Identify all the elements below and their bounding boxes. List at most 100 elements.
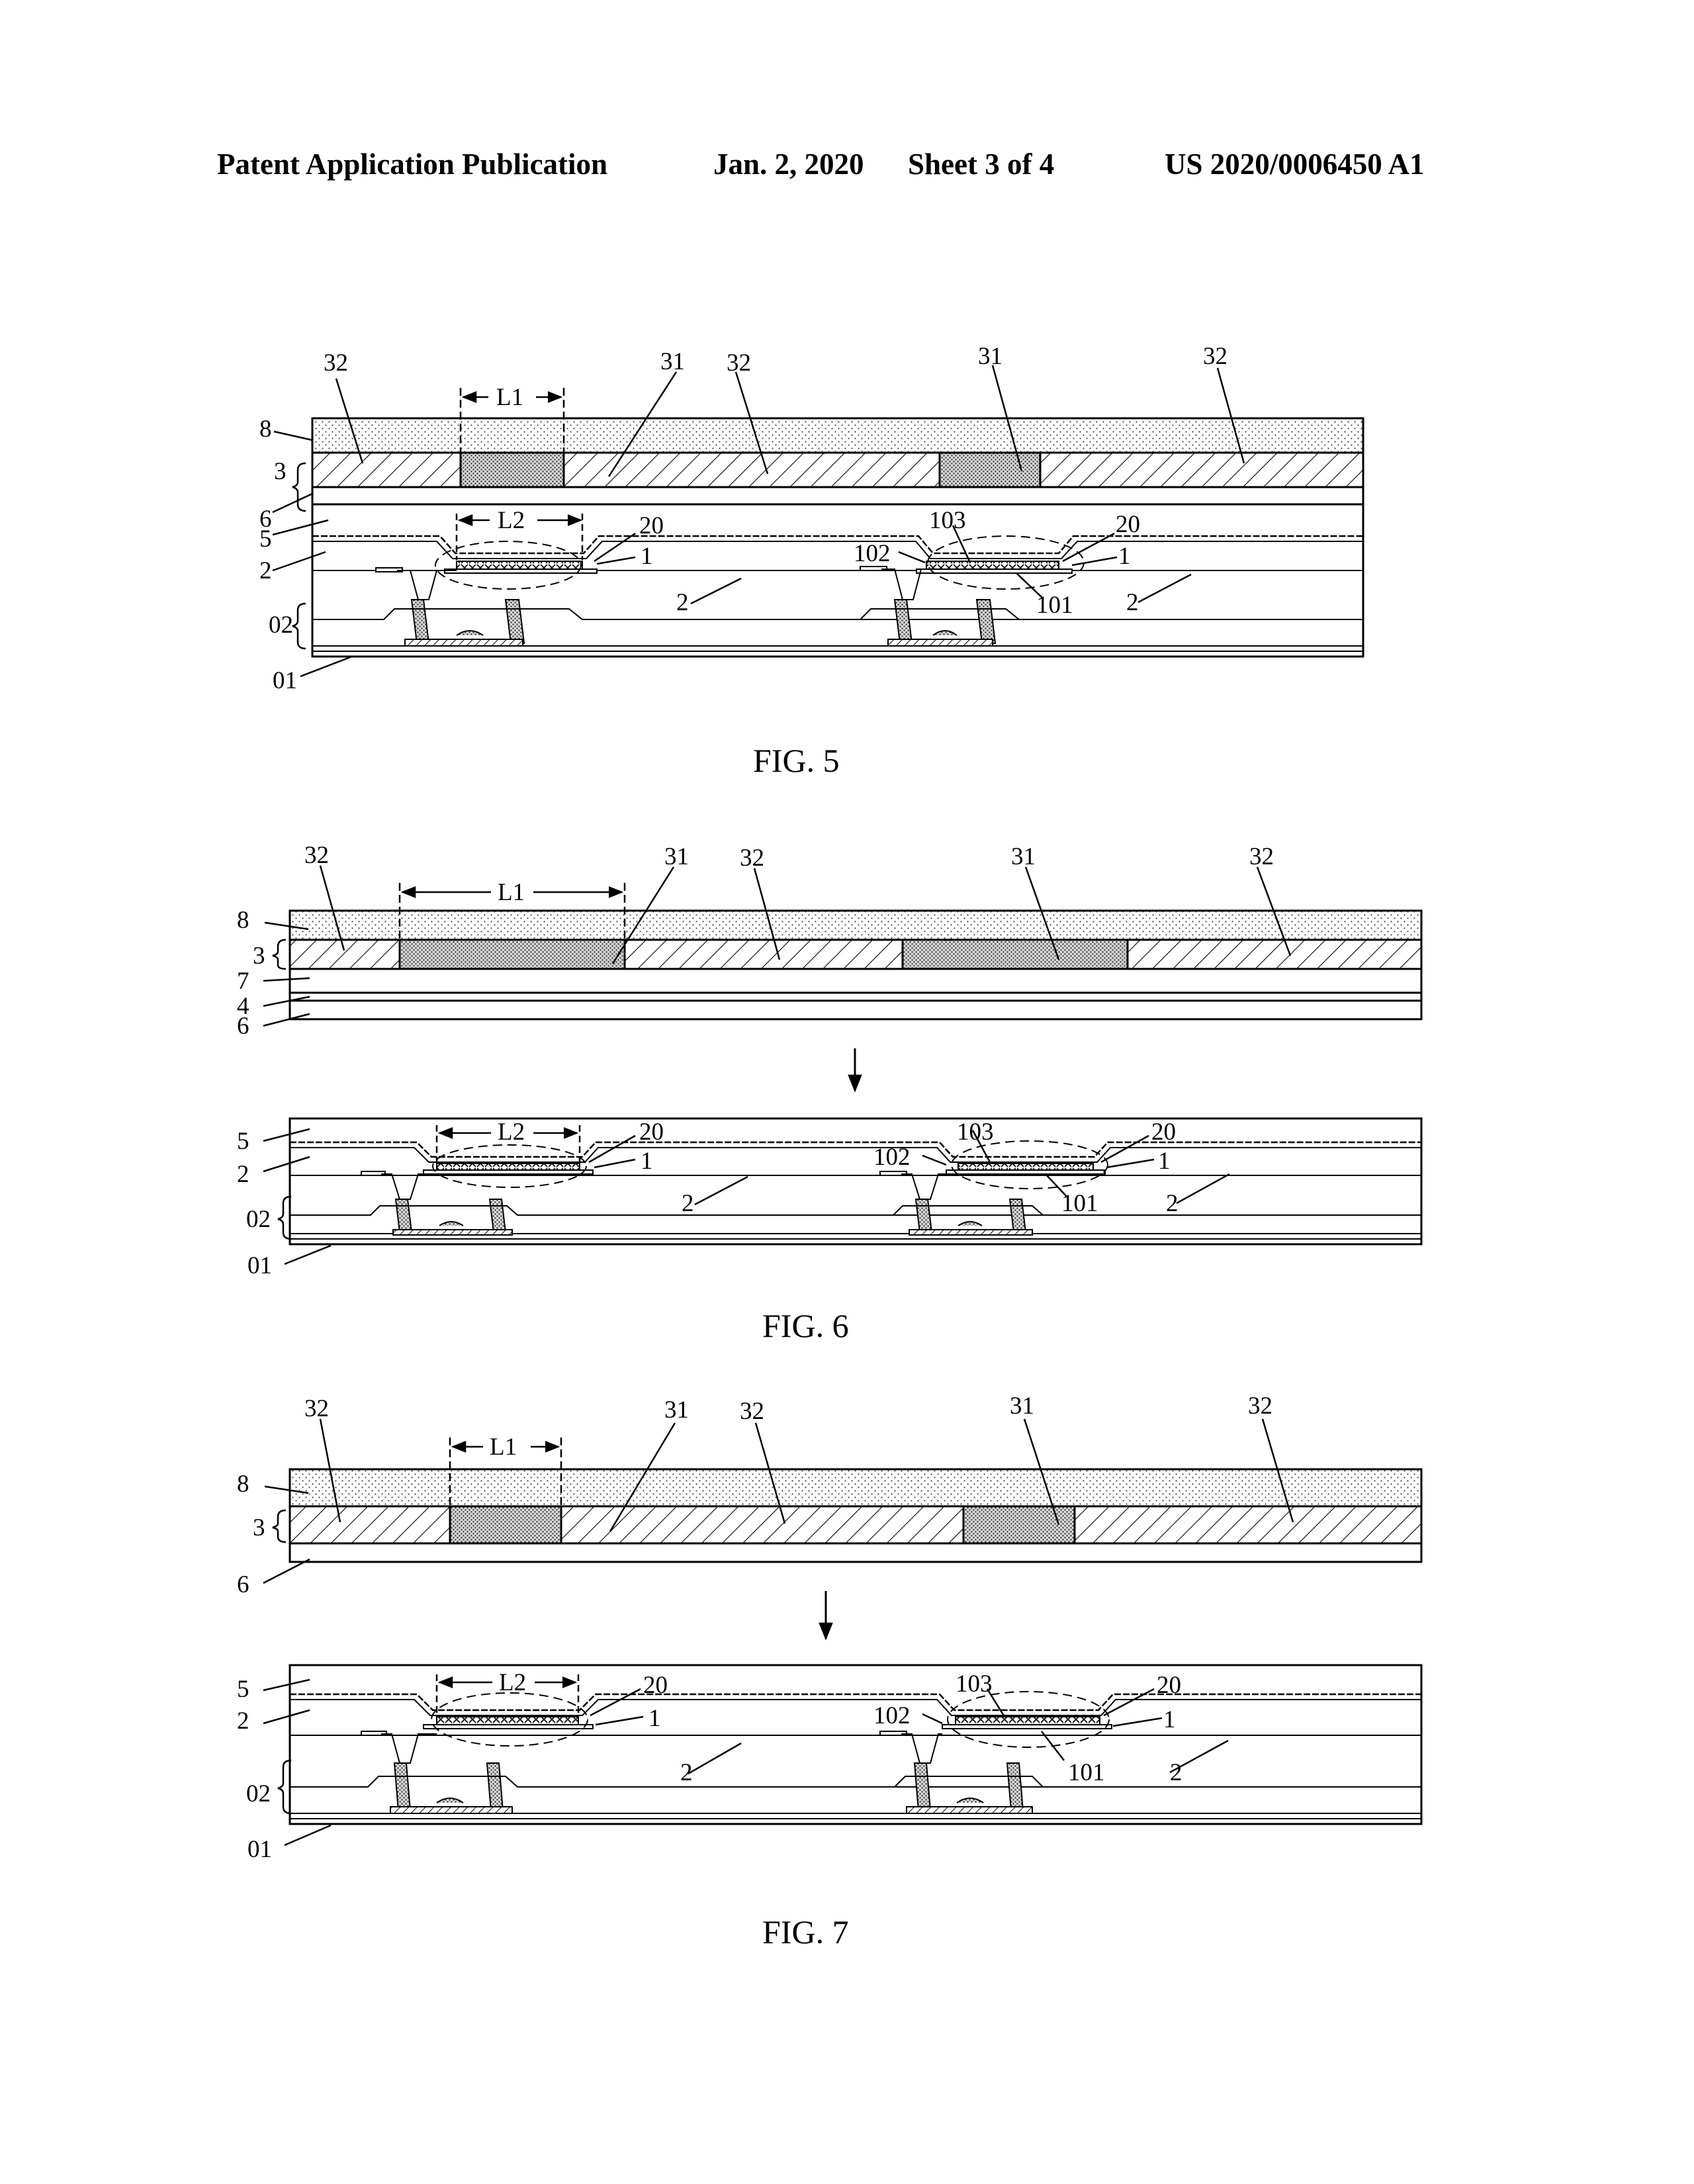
fig5-label-5: 5 [259,525,272,553]
fig7-label-8: 8 [237,1471,249,1498]
header-patent-number: US 2020/0006450 A1 [1165,148,1425,181]
fig5-label-1b: 1 [1118,543,1131,570]
fig6-label-6: 6 [237,1013,249,1040]
fig6-label-102: 102 [873,1144,911,1171]
fig5-label-2a: 2 [259,557,272,584]
fig5-label-31a: 31 [660,348,685,375]
fig6-label-2b: 2 [682,1190,694,1217]
fig7-label-31a: 31 [664,1396,689,1424]
fig5-label-101: 101 [1036,592,1073,619]
fig7-label-101: 101 [1068,1759,1105,1786]
fig7-label-02: 02 [246,1780,271,1807]
fig5-label-L1: L1 [496,384,523,411]
fig7-label-2c: 2 [1170,1759,1182,1786]
region-31-left [449,1505,562,1545]
fig7-label-1a: 1 [648,1705,661,1732]
fig7-label-31b: 31 [1010,1392,1034,1420]
fig7-label-103: 103 [956,1670,993,1698]
substrate-stack [289,1117,1423,1246]
fig6-label-4: 4 [237,993,249,1020]
fig7-caption: FIG. 7 [762,1913,849,1950]
fig6-label-32b: 32 [740,844,764,872]
fig7-label-20a: 20 [643,1672,668,1699]
region-31-left [459,451,565,488]
region-31-right [938,451,1042,488]
fig6-label-1a: 1 [641,1148,653,1175]
layer-6 [289,1542,1423,1563]
fig7-label-L1: L1 [490,1433,517,1461]
fig5-label-2b: 2 [676,589,689,616]
layer-4 [289,991,1423,1002]
layer-8 [311,417,1364,454]
header-date: Jan. 2, 2020 [713,148,864,181]
fig7-label-20b: 20 [1157,1672,1181,1699]
fig5-label-8: 8 [259,416,272,443]
fig5-label-32a: 32 [324,349,348,377]
region-31-right [962,1505,1076,1545]
fig6-label-103: 103 [957,1118,994,1146]
layer-6 [289,999,1423,1021]
fig5-label-02: 02 [269,612,293,639]
fig7-label-01: 01 [247,1836,272,1863]
fig7-label-32c: 32 [1248,1392,1272,1420]
fig6-label-20b: 20 [1151,1118,1176,1146]
fig6-label-L1: L1 [498,879,525,906]
page-header: Patent Application Publication Jan. 2, 2… [0,147,1694,187]
fig7-label-32b: 32 [740,1398,764,1425]
fig6-label-2a: 2 [237,1161,249,1188]
fig7-label-6: 6 [237,1571,249,1598]
layer-8 [289,909,1423,941]
fig5-label-1a: 1 [641,543,653,570]
fig6-label-32a: 32 [304,842,329,869]
header-sheet: Sheet 3 of 4 [908,148,1055,181]
figure-6: 32 L1 31 32 31 32 8 3 7 4 6 5 L2 20 103 … [237,842,1423,1344]
fig5-caption: FIG. 5 [753,742,840,779]
region-31-left [398,938,626,970]
fig5-label-20b: 20 [1116,511,1140,538]
fig7-label-2b: 2 [680,1759,693,1786]
fig6-label-31a: 31 [664,843,689,870]
fig7-label-32a: 32 [304,1395,329,1422]
figure-7: 32 L1 31 32 31 32 8 3 6 5 L2 20 103 20 2… [237,1392,1423,1950]
fig6-caption: FIG. 6 [762,1307,849,1344]
fig6-label-7: 7 [237,968,249,995]
fig5-label-32b: 32 [727,349,751,377]
fig6-label-3: 3 [253,942,265,970]
fig5-label-6: 6 [259,506,272,533]
fig5-label-01: 01 [273,667,297,694]
fig5-label-3: 3 [274,458,287,485]
fig6-label-8: 8 [237,907,249,934]
fig6-label-32c: 32 [1249,843,1274,870]
region-31-right [901,938,1129,970]
fig7-label-3: 3 [253,1514,265,1541]
fig6-label-1b: 1 [1158,1148,1171,1175]
layer-7 [289,968,1423,994]
fig5-label-103: 103 [929,507,966,534]
substrate-stack [289,1664,1423,1825]
fig7-label-1b: 1 [1163,1706,1176,1733]
fig6-label-2c: 2 [1166,1190,1179,1217]
header-publication: Patent Application Publication [217,148,608,181]
layer-8 [289,1468,1423,1508]
fig5-label-102: 102 [854,540,891,567]
fig6-label-101: 101 [1061,1190,1098,1217]
fig7-label-2a: 2 [237,1707,249,1735]
fig5-label-20a: 20 [639,512,664,539]
fig7-label-5: 5 [237,1676,249,1703]
fig6-label-02: 02 [246,1206,271,1233]
fig6-label-L2: L2 [498,1118,525,1146]
fig7-label-102: 102 [873,1702,911,1729]
fig5-label-2c: 2 [1126,589,1139,616]
fig7-label-L2: L2 [499,1669,526,1696]
fig6-label-5: 5 [237,1128,249,1155]
fig6-label-01: 01 [247,1252,272,1279]
fig5-label-L2: L2 [498,507,525,534]
fig5-label-32c: 32 [1203,343,1227,370]
fig6-label-31b: 31 [1011,843,1036,870]
fig6-label-20a: 20 [639,1118,664,1146]
fig5-label-31b: 31 [978,343,1003,370]
substrate-stack [311,503,1364,658]
layer-6 [311,486,1364,506]
figure-5: 32 31 32 31 32 L1 8 3 6 5 L2 20 103 20 2… [259,343,1364,779]
